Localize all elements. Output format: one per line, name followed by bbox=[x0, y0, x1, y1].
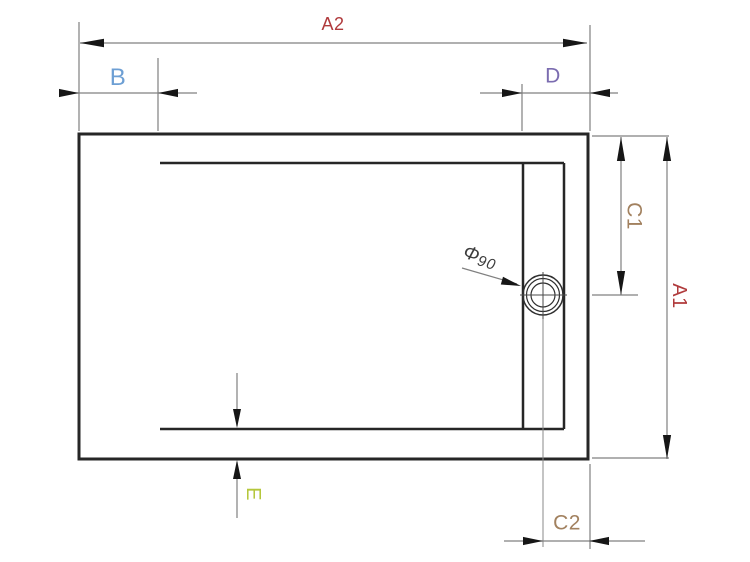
arrow-a2-right bbox=[563, 38, 587, 48]
arrow-b-right bbox=[158, 88, 178, 98]
arrow-c2-left bbox=[523, 536, 543, 546]
arrow-e-up bbox=[233, 460, 241, 479]
dim-d-line bbox=[480, 84, 618, 131]
dim-label-b: B bbox=[109, 64, 127, 91]
dim-label-c2: C2 bbox=[553, 511, 581, 535]
arrow-c1-bottom bbox=[616, 271, 626, 295]
arrow-b-left bbox=[59, 88, 79, 98]
dim-a2-line bbox=[78, 22, 591, 131]
arrow-d-left bbox=[502, 88, 522, 98]
arrow-d-right bbox=[590, 88, 610, 98]
arrow-c1-top bbox=[616, 137, 626, 161]
arrow-c2-right bbox=[589, 536, 609, 546]
dim-label-c1: C1 bbox=[622, 202, 646, 230]
tray-outer-outline bbox=[77, 132, 590, 461]
dim-label-a2: A2 bbox=[321, 14, 345, 34]
arrow-a2-left bbox=[80, 38, 104, 48]
dimension-arrows bbox=[59, 38, 672, 546]
drain-symbol bbox=[520, 272, 567, 547]
dim-label-e: E bbox=[242, 487, 264, 501]
arrow-a1-bottom bbox=[662, 435, 672, 459]
arrow-e-down bbox=[233, 409, 241, 428]
dim-label-d: D bbox=[545, 64, 561, 88]
dim-a1-line bbox=[592, 135, 669, 459]
dimension-lines bbox=[62, 22, 669, 549]
dim-c2-line bbox=[504, 464, 645, 549]
dim-c1-line bbox=[592, 137, 638, 296]
tray-inner-outline bbox=[160, 161, 566, 431]
arrow-a1-top bbox=[662, 137, 672, 161]
arrow-diameter-leader bbox=[500, 276, 521, 286]
dim-label-a1: A1 bbox=[668, 283, 690, 309]
drain-crosshair bbox=[520, 272, 567, 319]
